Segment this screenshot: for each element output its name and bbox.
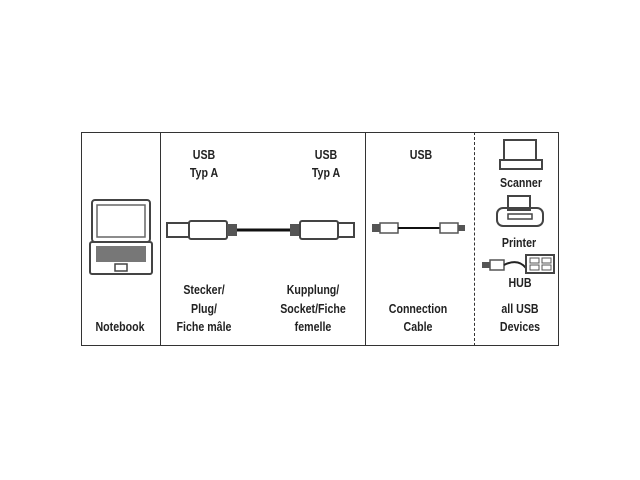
socket-label-1: Kupplung/ — [286, 283, 340, 297]
plug-type-label: Typ A — [189, 166, 219, 180]
divider — [365, 132, 366, 346]
connection-cable-icon — [372, 222, 465, 234]
divider — [160, 132, 161, 346]
scanner-label: Scanner — [500, 176, 542, 190]
plug-label-3: Fiche mâle — [176, 320, 232, 334]
usb-extension-cable-icon — [166, 220, 355, 240]
cable-label-1: Connection — [388, 302, 448, 316]
hub-label: HUB — [508, 276, 532, 290]
socket-label-3: femelle — [294, 320, 332, 334]
socket-label-2: Socket/Fiche — [280, 302, 346, 316]
plug-label-1: Stecker/ — [183, 283, 225, 297]
socket-usb-label: USB — [314, 148, 338, 162]
cable-usb-label: USB — [409, 148, 433, 162]
devices-label-1: all USB — [501, 302, 539, 316]
cable-label-2: Cable — [403, 320, 433, 334]
scanner-icon — [499, 139, 543, 170]
hub-icon — [482, 254, 555, 274]
devices-label-2: Devices — [499, 320, 541, 334]
diagram-frame — [81, 132, 559, 346]
socket-type-label: Typ A — [311, 166, 341, 180]
plug-usb-label: USB — [192, 148, 216, 162]
notebook-icon — [89, 199, 153, 275]
plug-label-2: Plug/ — [191, 302, 217, 316]
dashed-divider — [474, 132, 475, 346]
printer-icon — [496, 195, 544, 227]
notebook-label: Notebook — [95, 320, 145, 334]
printer-label: Printer — [501, 236, 537, 250]
